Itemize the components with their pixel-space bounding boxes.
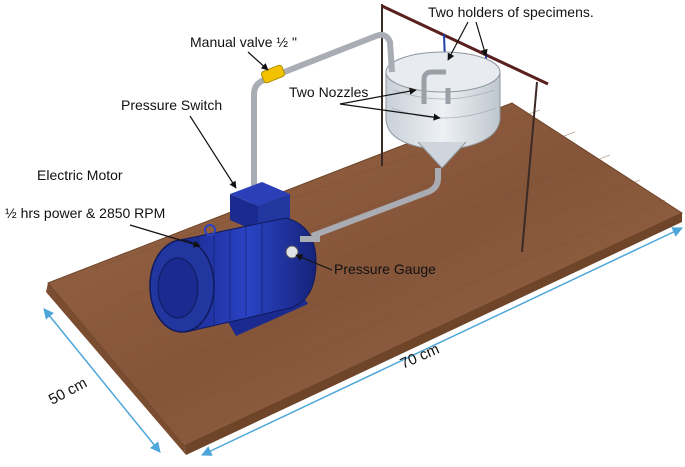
nozzles-label: Two Nozzles <box>289 84 368 100</box>
length-dimension-line <box>201 227 683 456</box>
nozzle-1 <box>421 69 446 104</box>
piping <box>251 31 441 239</box>
pressure-gauge <box>285 245 299 259</box>
annotations: Manual valve ½ " Two holders of specimen… <box>5 4 594 277</box>
width-dimension-line <box>43 308 161 453</box>
manual-valve <box>260 64 286 84</box>
pressure-gauge-label: Pressure Gauge <box>334 261 436 277</box>
wooden-base <box>46 102 684 455</box>
motor-spec-label: ½ hrs power & 2850 RPM <box>5 205 165 221</box>
manual-valve-label: Manual valve ½ " <box>190 34 297 50</box>
electric-motor <box>149 217 320 336</box>
holders-label: Two holders of specimens. <box>428 4 594 20</box>
electric-motor-label: Electric Motor <box>37 167 123 183</box>
width-dimension-label: 50 cm <box>46 374 90 408</box>
spray-tank <box>385 51 501 169</box>
pressure-switch-label: Pressure Switch <box>121 97 222 113</box>
